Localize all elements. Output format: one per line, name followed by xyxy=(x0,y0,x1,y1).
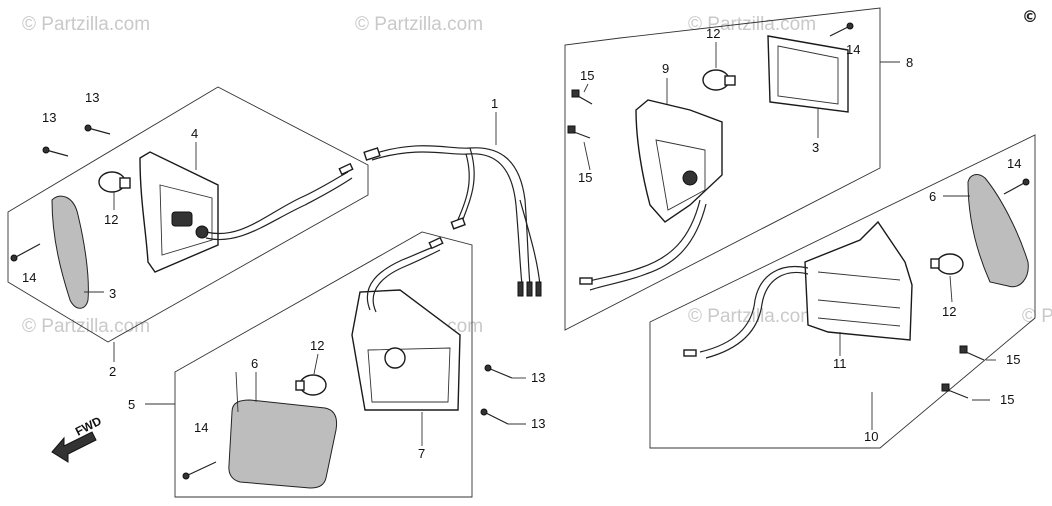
callout-11: 11 xyxy=(833,356,847,371)
watermarks: © Partzilla.com © Partzilla.com © Partzi… xyxy=(22,14,1052,337)
callout-5: 5 xyxy=(128,397,135,412)
callout-6: 6 xyxy=(251,356,258,371)
callout-4: 4 xyxy=(191,126,198,141)
callout-13: 13 xyxy=(531,416,545,431)
assembly-outline-rear-left xyxy=(564,7,881,331)
forward-direction-indicator: FWD xyxy=(51,414,104,463)
callout-6: 6 xyxy=(929,189,936,204)
rear-left-turn-signal xyxy=(567,22,854,291)
callout-12: 12 xyxy=(104,212,118,227)
callout-connectors xyxy=(113,42,996,425)
front-left-turn-signal xyxy=(10,124,354,309)
copyright-mark: © xyxy=(1022,7,1038,26)
callout-12: 12 xyxy=(942,304,956,319)
front-right-turn-signal xyxy=(182,236,513,489)
assembly-outline-front-left xyxy=(7,86,369,343)
callout-14: 14 xyxy=(22,270,36,285)
assembly-outline-front-right xyxy=(174,231,473,498)
watermark-text: © Partzilla.com xyxy=(22,14,150,35)
callout-9: 9 xyxy=(662,61,669,76)
callout-15: 15 xyxy=(1006,352,1020,367)
callout-14: 14 xyxy=(194,420,208,435)
callout-13: 13 xyxy=(531,370,545,385)
watermark-text: © Partzilla.com xyxy=(688,306,816,327)
callout-15: 15 xyxy=(1000,392,1014,407)
leader-lines xyxy=(84,61,970,446)
watermark-text: © Partzilla.com xyxy=(22,316,150,337)
assembly-outline-rear-right xyxy=(649,134,1036,449)
callout-1: 1 xyxy=(491,96,498,111)
rear-right-turn-signal xyxy=(683,174,1030,399)
callout-15: 15 xyxy=(580,68,594,83)
watermark-text: © Partzilla.com xyxy=(355,14,483,35)
callout-12: 12 xyxy=(310,338,324,353)
callout-3: 3 xyxy=(812,140,819,155)
callout-10: 10 xyxy=(864,429,878,444)
callouts: 1 2 3 3 4 5 6 6 7 8 9 10 11 12 12 12 12 … xyxy=(22,26,1021,461)
callout-13: 13 xyxy=(42,110,56,125)
callout-13: 13 xyxy=(85,90,99,105)
callout-2: 2 xyxy=(109,364,116,379)
wire-harness xyxy=(363,145,542,297)
callout-12: 12 xyxy=(706,26,720,41)
callout-8: 8 xyxy=(906,55,913,70)
callout-14: 14 xyxy=(1007,156,1021,171)
watermark-text: © Partzilla.com xyxy=(1022,306,1052,327)
callout-3: 3 xyxy=(109,286,116,301)
callout-15: 15 xyxy=(578,170,592,185)
callout-7: 7 xyxy=(418,446,425,461)
callout-14: 14 xyxy=(846,42,860,57)
